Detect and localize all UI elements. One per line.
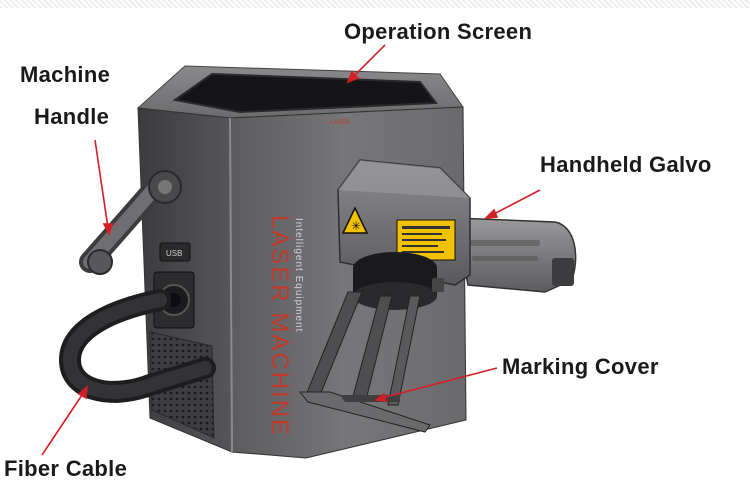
marking-cover — [298, 291, 431, 433]
arrow-machine-handle — [94, 139, 109, 229]
handheld-galvo: ✳ — [337, 159, 577, 310]
machine-brand-text: LASER MACHINE — [266, 215, 293, 437]
arrow-operation-screen — [351, 44, 386, 79]
machine-handle — [79, 170, 182, 275]
arrow-fiber-cable — [41, 391, 85, 456]
label-machine: Machine — [20, 62, 111, 87]
label-handle: Handle — [34, 104, 110, 129]
callout-arrows — [41, 44, 541, 456]
label-handheld-galvo: Handheld Galvo — [540, 152, 712, 177]
label-operation-screen: Operation Screen — [344, 19, 533, 44]
machine-subtitle-text: Intelligent Equipment — [293, 218, 304, 332]
operation-screen — [172, 72, 438, 114]
usb-label: USB — [166, 249, 182, 258]
arrow-handheld-galvo — [491, 189, 541, 216]
svg-text:✳: ✳ — [351, 219, 361, 233]
laser-warning-icon — [341, 206, 369, 234]
arrow-marking-cover — [381, 367, 498, 399]
label-fiber-cable: Fiber Cable — [4, 456, 128, 481]
label-marking-cover: Marking Cover — [502, 354, 659, 379]
screen-brand-text: LASER — [330, 120, 350, 126]
usb-port-panel — [159, 242, 191, 262]
decorative-top-band — [0, 0, 750, 8]
